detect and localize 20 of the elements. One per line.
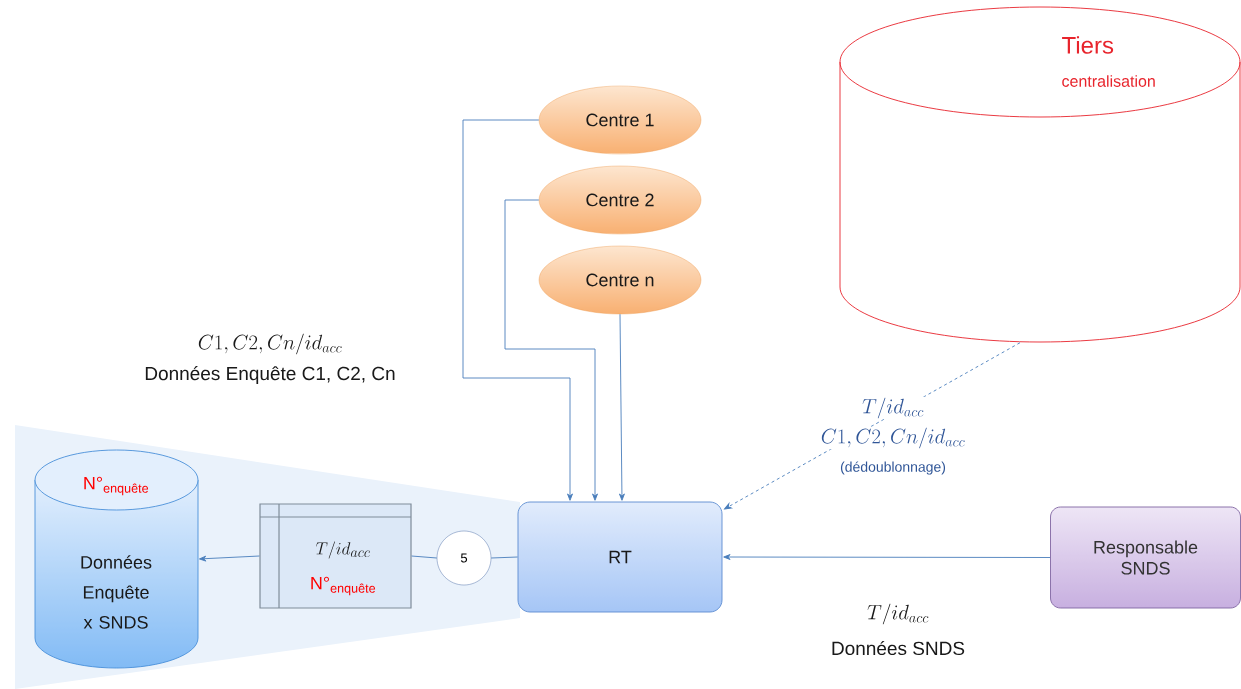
actor-box: Responsable SNDS: [1050, 506, 1241, 609]
ellipse-node: Centre 1: [538, 85, 702, 155]
ellipse-node: Centre 2: [538, 165, 702, 235]
database-cylinder: N°$_{enquête}$ Données Enquête x SNDS: [34, 449, 199, 669]
database-cylinder: Tiers centralisation: [839, 6, 1241, 343]
flow-label: $C1, C2, Cn/id_{acc}$: [819, 426, 967, 450]
arrow: [619, 313, 625, 501]
flow-label: $T/id_{acc}$: [861, 396, 925, 420]
flow-label: $C1, C2, Cn/id_{acc}$: [196, 332, 344, 356]
flow-label: (dédoublonnage): [839, 460, 947, 476]
arrow: [504, 199, 598, 501]
process-box: RT: [517, 501, 723, 613]
flow-label: Données Enquête C1, C2, Cn: [143, 365, 397, 385]
arrow: [199, 555, 260, 562]
ellipse-node: Centre n: [538, 245, 702, 315]
flow-label: Données SNDS: [829, 639, 967, 657]
arrow: [723, 554, 1051, 560]
arrow: [462, 119, 573, 501]
table-box: $T/id_{acc}$ N°$_{enquête}$: [259, 503, 412, 609]
flow-label: $T/id_{acc}$: [866, 602, 930, 626]
